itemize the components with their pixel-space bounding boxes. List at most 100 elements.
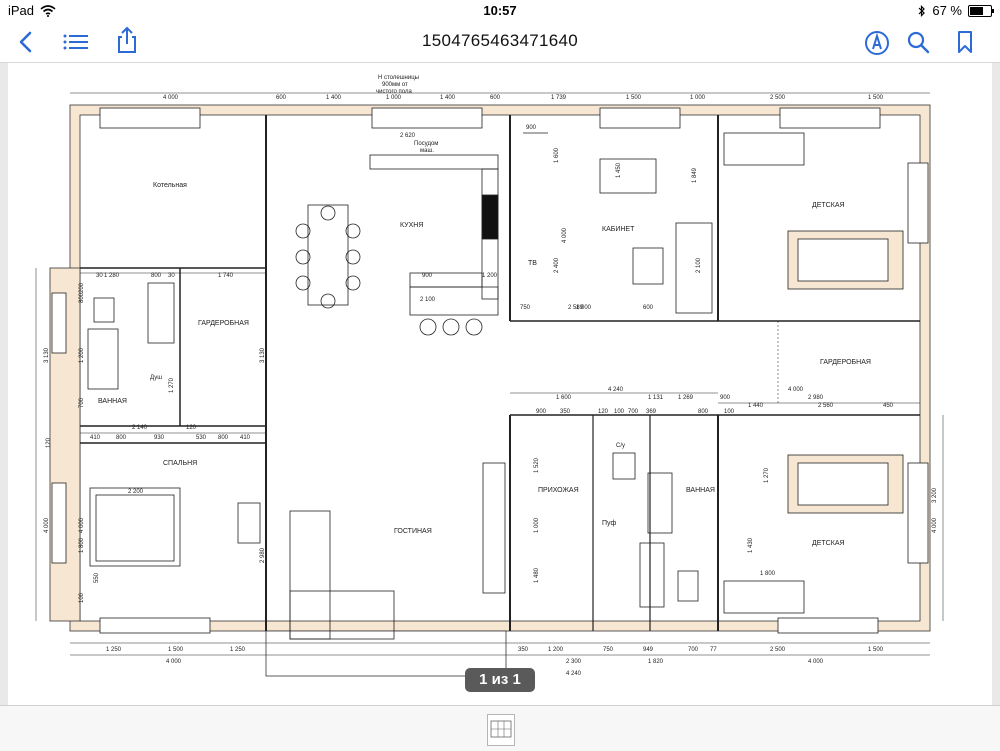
dimension-label: 1 600 [556,395,572,401]
dimension-label: 930 [154,435,165,441]
note: Пуф [602,520,616,527]
dimension-label: 1 440 [748,403,764,409]
dimension-label: 450 [883,403,894,409]
dimension-label: 550 [94,572,100,583]
dimension-label: 3 130 [260,347,266,363]
dimension-label: 1 740 [218,273,234,279]
dimension-label: 350 [560,409,571,415]
dimension-label: 900 [536,409,547,415]
search-icon [907,31,930,54]
floor-plan-drawing: Котельная КУХНЯ КАБИНЕТ ДЕТСКАЯ ГАРДЕРОБ… [35,75,944,677]
status-left: iPad [8,3,56,18]
room-label: ВАННАЯ [686,487,715,494]
dimension-label: 800 [151,273,162,279]
dimension-label: 200 [79,282,85,293]
dimension-label: 350 [518,647,529,653]
dimension-label: 1 400 [326,95,342,101]
page-indicator: 1 из 1 [465,668,535,692]
note: маш. [420,148,434,154]
room-label: ДЕТСКАЯ [812,202,845,209]
markup-pen-icon [865,31,889,55]
status-bar: iPad 10:57 67 % [0,0,1000,22]
dimension-label: 530 [196,435,207,441]
dimension-label: 2 589 [568,305,584,311]
bookmark-icon [958,31,972,53]
note: Душ [150,375,162,381]
note: 900мм от [382,82,408,88]
page-thumbnail[interactable] [487,714,515,746]
dimension-label: 1 280 [104,273,120,279]
dimension-label: 100 [614,409,625,415]
dimension-label: 900 [720,395,731,401]
dimension-label: 4 000 [44,517,50,533]
room-label: ГОСТИНАЯ [394,528,432,535]
dimension-label: 1 000 [534,517,540,533]
dimension-label: 800 [79,292,85,303]
pdf-viewer[interactable]: Котельная КУХНЯ КАБИНЕТ ДЕТСКАЯ ГАРДЕРОБ… [0,63,1000,705]
outline-button[interactable] [62,30,90,54]
dimension-label: 4 240 [566,671,582,677]
dimension-label: 4 000 [808,659,824,665]
dimension-label: 949 [643,647,654,653]
dimension-label: 900 [422,273,433,279]
status-right: 67 % [918,3,994,18]
dimension-label: 700 [79,397,85,408]
room-label: КУХНЯ [400,222,423,229]
dimension-label: 700 [688,647,699,653]
dimension-label: 1 250 [106,647,122,653]
chevron-left-icon [19,31,32,53]
dimension-label: 2 560 [818,403,834,409]
dimension-label: 1 200 [482,273,498,279]
dimension-label: 410 [240,435,251,441]
dimension-label: 2 140 [132,425,148,431]
room-label: СПАЛЬНЯ [163,460,197,467]
dimension-label: 30 [168,273,175,279]
room-label: Котельная [153,182,187,189]
dimension-label: 1 200 [79,347,85,363]
bookmark-button[interactable] [952,30,978,54]
dimension-label: 1 849 [692,167,698,183]
back-button[interactable] [14,30,40,54]
dimension-label: 1 400 [440,95,456,101]
dimension-label: 1 520 [534,457,540,473]
dimension-label: 600 [276,95,287,101]
dimension-label: 4 000 [788,387,804,393]
note: ТВ [528,260,537,267]
list-icon [63,34,88,50]
dimension-label: 1 800 [79,537,85,553]
dimension-label: 1 450 [616,162,622,178]
pdf-page[interactable]: Котельная КУХНЯ КАБИНЕТ ДЕТСКАЯ ГАРДЕРОБ… [8,63,992,705]
dimension-label: 1 000 [386,95,402,101]
battery-percent: 67 % [932,3,962,18]
bluetooth-icon [918,4,926,17]
toolbar: 1504765463471640 [0,22,1000,63]
dimension-label: 2 500 [770,647,786,653]
battery-icon [968,4,994,17]
dimension-label: 1 430 [748,537,754,553]
dimension-label: 900 [526,125,537,131]
dimension-label: 1 270 [764,467,770,483]
dimension-label: 1 200 [548,647,564,653]
note: чистого пола [376,89,413,95]
dimension-label: 3 130 [44,347,50,363]
device-name: iPad [8,3,35,18]
dimension-label: 2 980 [260,547,266,563]
search-button[interactable] [906,30,932,54]
note: С/у [616,443,625,449]
room-label: ДЕТСКАЯ [812,540,845,547]
dimension-label: 700 [628,409,639,415]
dimension-label: 750 [520,305,531,311]
dimension-label: 4 240 [608,387,624,393]
dimension-label: 2 400 [554,257,560,273]
dimension-label: 1 000 [690,95,706,101]
dimension-label: 1 250 [230,647,246,653]
dimension-label: 4 000 [163,95,179,101]
markup-button[interactable] [864,30,890,55]
dimension-label: 1 500 [868,647,884,653]
dimension-label: 120 [186,425,197,431]
share-button[interactable] [114,25,140,55]
note: Н столешницы [378,75,419,81]
